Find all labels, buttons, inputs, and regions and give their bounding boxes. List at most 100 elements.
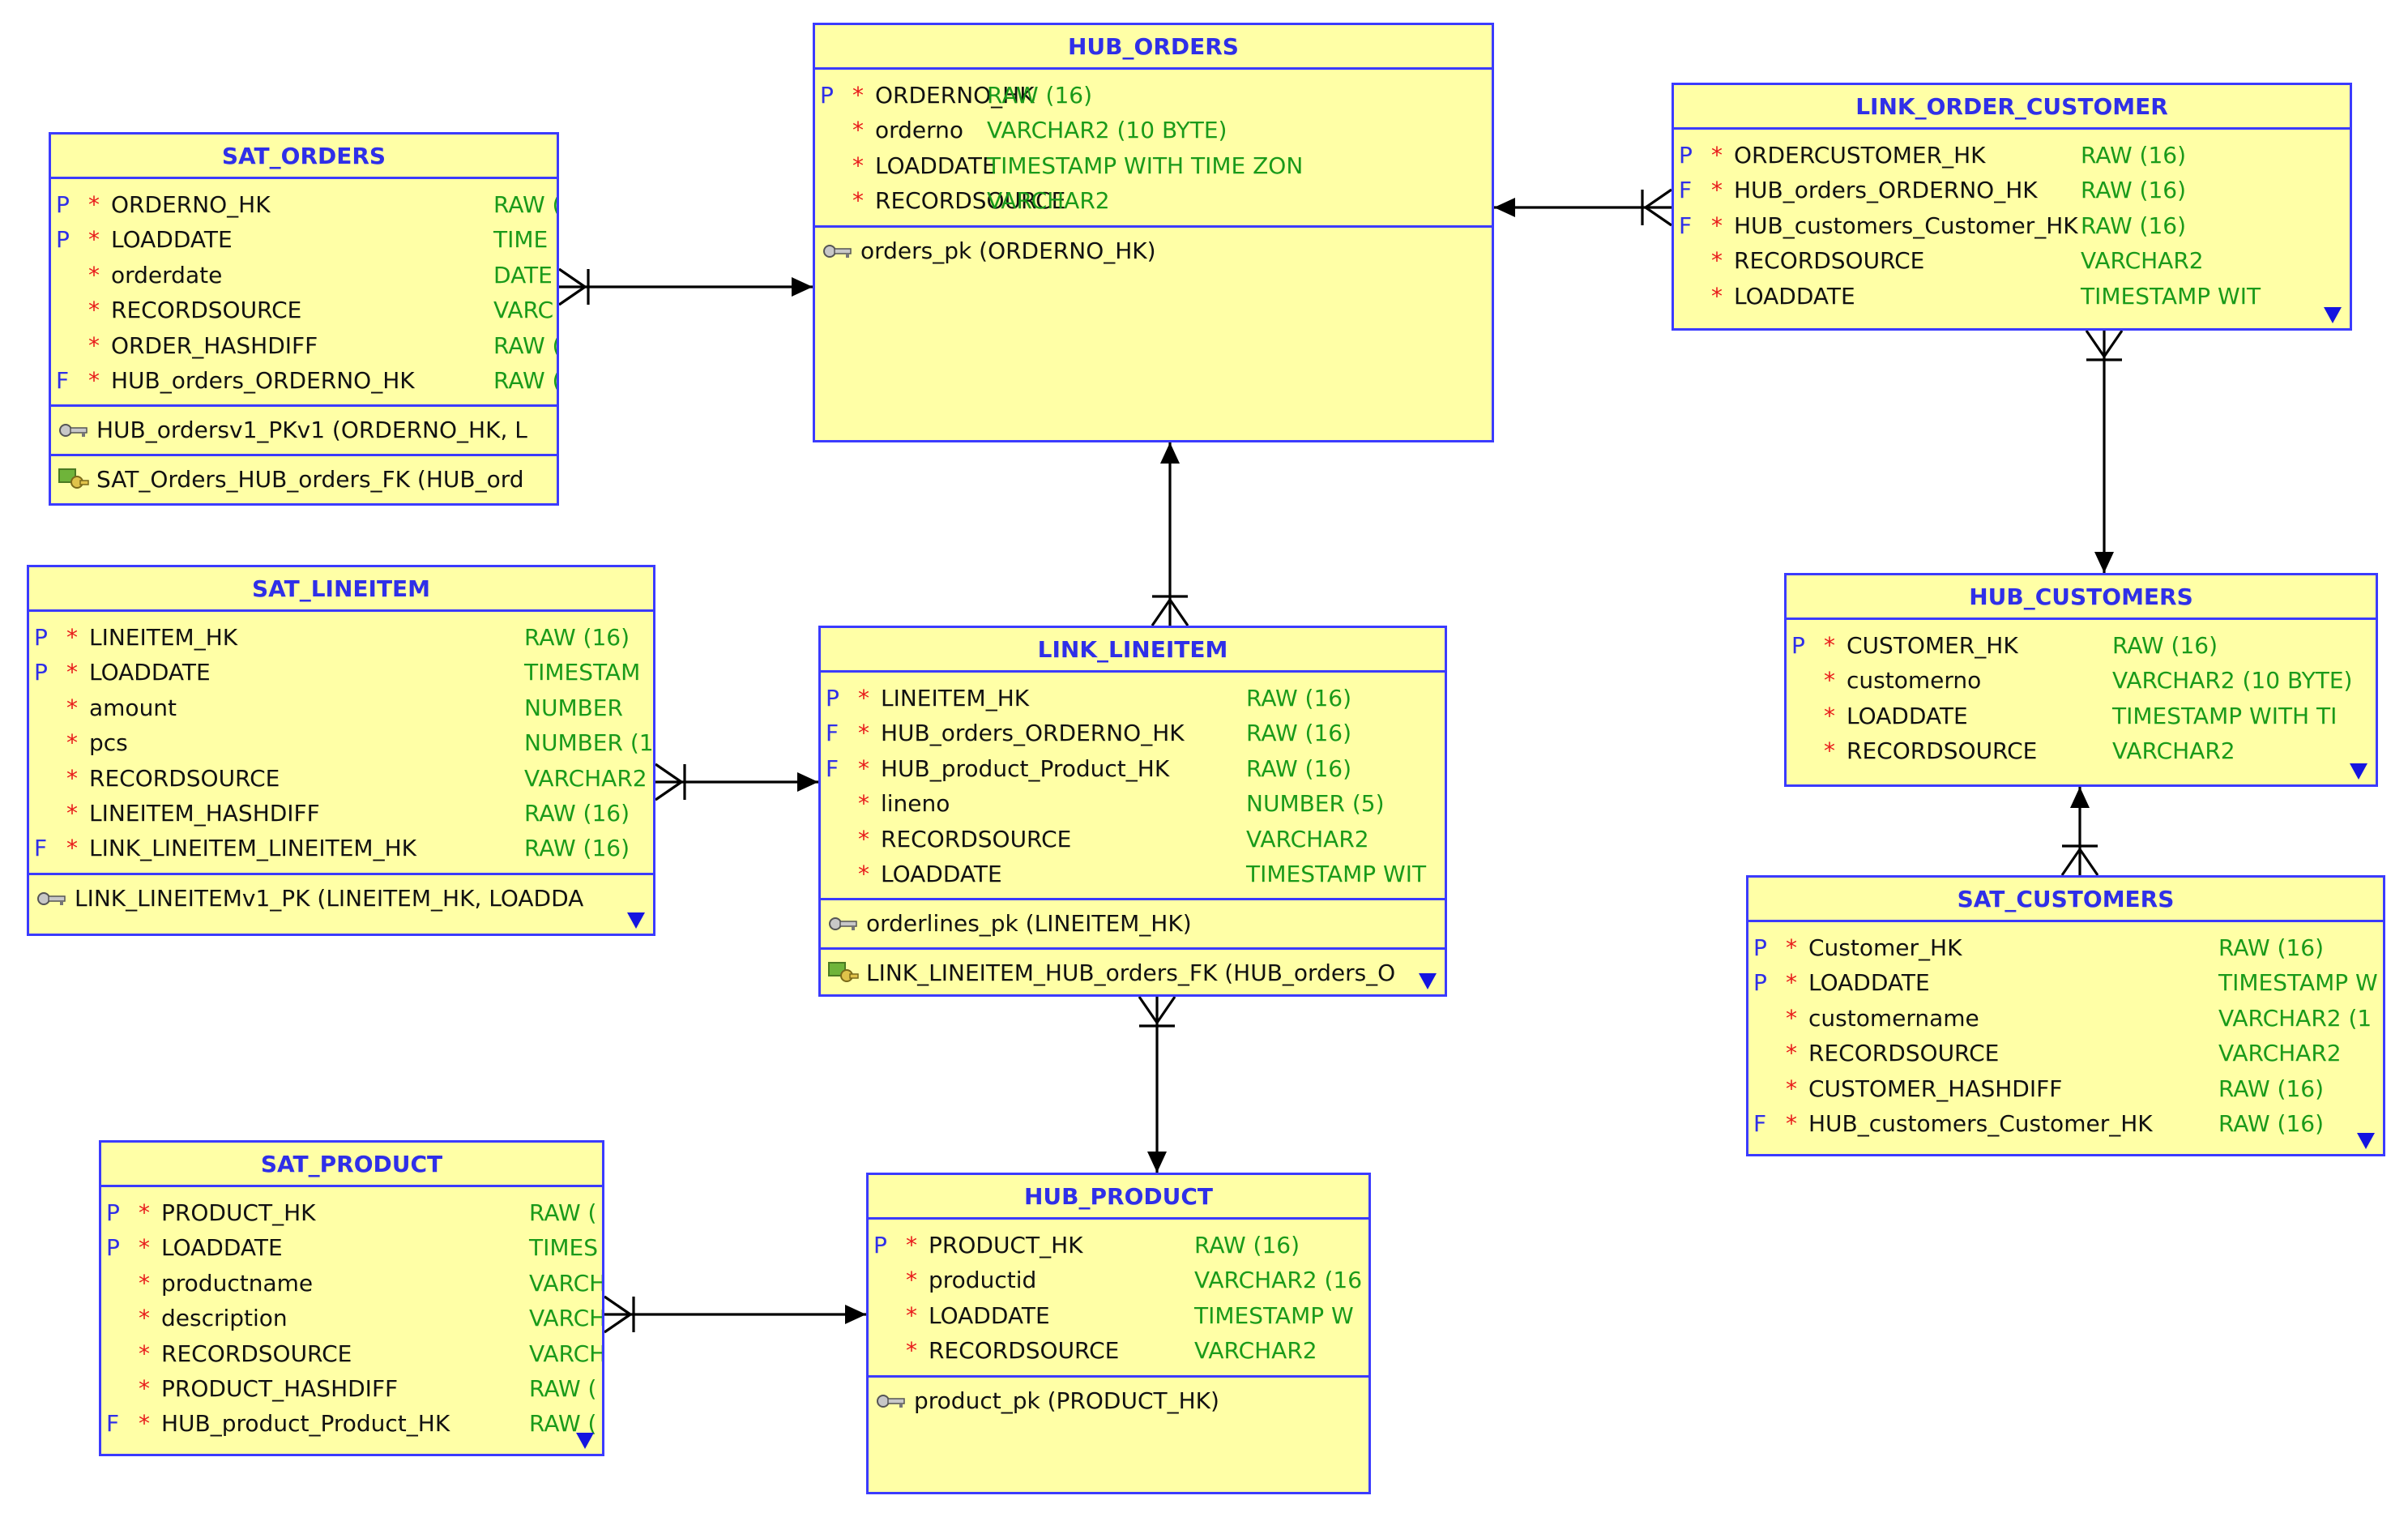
required-marker: * [139, 1199, 150, 1226]
column-name: description [161, 1305, 288, 1332]
expand-arrow-icon[interactable] [2357, 1133, 2375, 1149]
column-type: RAW (16) [524, 835, 630, 862]
column-flag: P [106, 1234, 120, 1262]
primary-key-row[interactable]: LINK_LINEITEMv1_PK (LINEITEM_HK, LOADDA [29, 872, 653, 922]
column-type: TIMES [529, 1234, 598, 1262]
expand-arrow-icon[interactable] [627, 912, 645, 929]
column-name: CUSTOMER_HK [1847, 632, 2018, 659]
column-flag: F [34, 835, 48, 862]
column-type: RAW (16) [1194, 1232, 1300, 1258]
column-type: RAW (16) [1246, 754, 1352, 782]
column-name: LOADDATE [1847, 702, 1968, 729]
column-name: ORDERNO_HK [875, 82, 1035, 109]
expand-arrow-icon[interactable] [1419, 973, 1437, 989]
column-name: customerno [1847, 667, 1982, 694]
required-marker: * [88, 226, 100, 254]
primary-key-row[interactable]: orderlines_pk (LINEITEM_HK) [821, 898, 1445, 947]
column-flag: P [1753, 934, 1767, 961]
required-marker: * [852, 117, 864, 144]
required-marker: * [139, 1269, 150, 1297]
column-name: ORDER_HASHDIFF [111, 331, 318, 359]
expand-arrow-icon[interactable] [2350, 763, 2367, 780]
crows-foot-icon [558, 267, 590, 306]
entity-title: SAT_LINEITEM [29, 567, 653, 612]
expand-arrow-icon[interactable] [576, 1433, 594, 1449]
column-name: Customer_HK [1808, 934, 1962, 961]
expand-arrow-icon[interactable] [2324, 307, 2342, 323]
required-marker: * [1824, 632, 1835, 659]
primary-key-row[interactable]: product_pk (PRODUCT_HK) [869, 1374, 1368, 1425]
entity-title: SAT_PRODUCT [101, 1143, 602, 1187]
required-marker: * [88, 261, 100, 288]
required-marker: * [1824, 702, 1835, 729]
foreign-key-row[interactable]: LINK_LINEITEM_HUB_orders_FK (HUB_orders_… [821, 947, 1445, 994]
primary-key-row[interactable]: HUB_ordersv1_PKv1 (ORDERNO_HK, L [51, 404, 557, 454]
required-marker: * [139, 1340, 150, 1367]
column-name: RECORDSOURCE [875, 187, 1066, 215]
foreign-key-row[interactable]: SAT_Orders_HUB_orders_FK (HUB_ord [51, 454, 557, 503]
primary-key-row[interactable]: orders_pk (ORDERNO_HK) [815, 224, 1492, 275]
